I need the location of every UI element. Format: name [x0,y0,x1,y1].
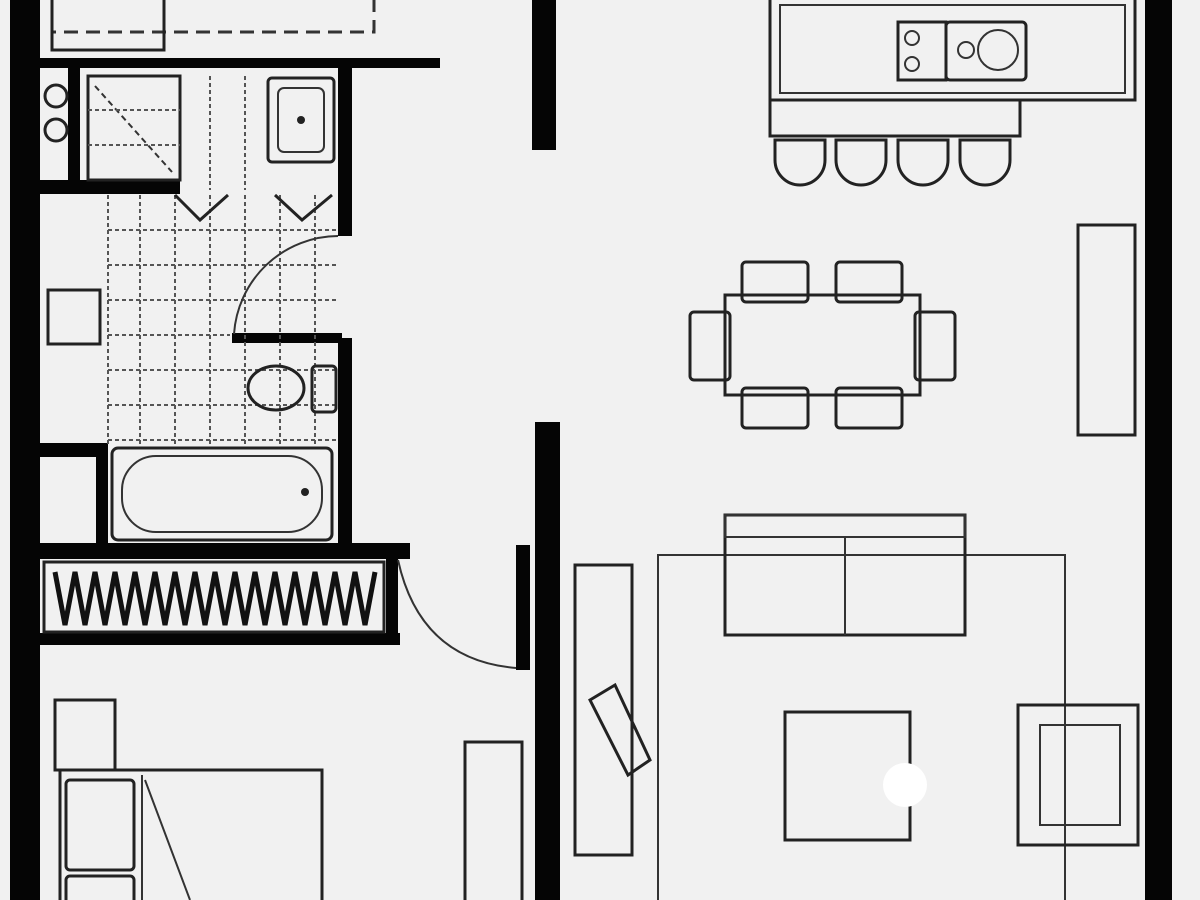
armchair-seat [1039,724,1121,826]
bed [58,768,324,900]
utility-side-wall [68,68,80,186]
walls [10,0,1172,900]
bifold-door-right [273,193,333,222]
right-outer-wall [1145,0,1172,900]
cabinet-left [46,288,102,346]
sink-bowl-icon [977,29,1019,71]
shower-diagonal [94,85,173,173]
kitchen-counter [768,0,1137,102]
closet-rod [42,560,386,634]
bedroom-door-swing [397,559,517,669]
bathroom-door-swing [233,235,339,335]
bar-stool [896,138,950,187]
bar-stool [773,138,827,187]
shower [86,74,182,182]
tub-drain-icon [301,488,309,496]
dining-chair [688,310,732,382]
bathroom-door-stub [232,333,342,343]
closet-bottom-wall [40,633,400,645]
rug [657,554,1066,900]
sideboard [1076,223,1137,437]
closet [42,560,386,634]
bar-stool [834,138,888,187]
bath-bottom-wall [40,543,410,559]
toilet-tank [310,364,338,414]
linen-wall-side [96,443,108,548]
dining-chair [913,310,957,382]
sink-basin [277,87,325,153]
tv-icon [588,682,652,778]
desk [463,740,524,900]
burner-icon [904,56,920,72]
bifold-door-left [173,193,229,223]
dining-table [723,293,922,397]
counter-inner [779,4,1126,94]
tv-unit [573,563,634,857]
dining-chair [834,260,904,304]
sink-bowl-icon [957,41,975,59]
utility-wall [40,180,180,194]
kitchen [768,0,1137,187]
dining [688,223,1137,437]
pillow-2 [64,874,136,900]
center-wall-upper [532,0,556,150]
burner-icon [904,30,920,46]
tile-grid [88,76,338,445]
left-outer-wall [10,0,40,900]
pillow-1 [64,778,136,872]
bathroom-right-wall-lower [338,338,352,548]
linen-wall-top [40,443,108,457]
top-horizontal-wall [40,58,440,68]
washer-icon [43,83,69,109]
dining-chair [740,260,810,304]
sofa-back [724,514,966,538]
dining-chair [834,386,904,430]
hangers-zigzag [52,571,378,626]
kitchen-sink [944,20,1028,82]
blanket-fold [141,775,191,900]
bar-stool [958,138,1012,187]
stove [896,20,948,82]
bathroom [46,74,339,542]
bedroom [53,698,524,900]
toilet-bowl [246,364,306,412]
armchair [1016,703,1140,847]
nightstand [53,698,117,772]
dining-chair [740,386,810,430]
coffee-table-highlight [883,763,927,807]
dryer-icon [43,117,69,143]
bathtub [110,446,334,542]
bathroom-right-wall-upper [338,68,352,236]
cabinet-top-left [50,0,166,52]
kitchen-island-ledge [768,98,1022,138]
center-wall-lower [535,422,560,900]
closet-outline-top [50,0,376,34]
door-frame [516,545,530,670]
bathtub-basin [121,455,323,533]
closet-right-wall [386,555,398,643]
living-room [573,513,1140,900]
sink [266,76,336,164]
drain-icon [297,116,305,124]
